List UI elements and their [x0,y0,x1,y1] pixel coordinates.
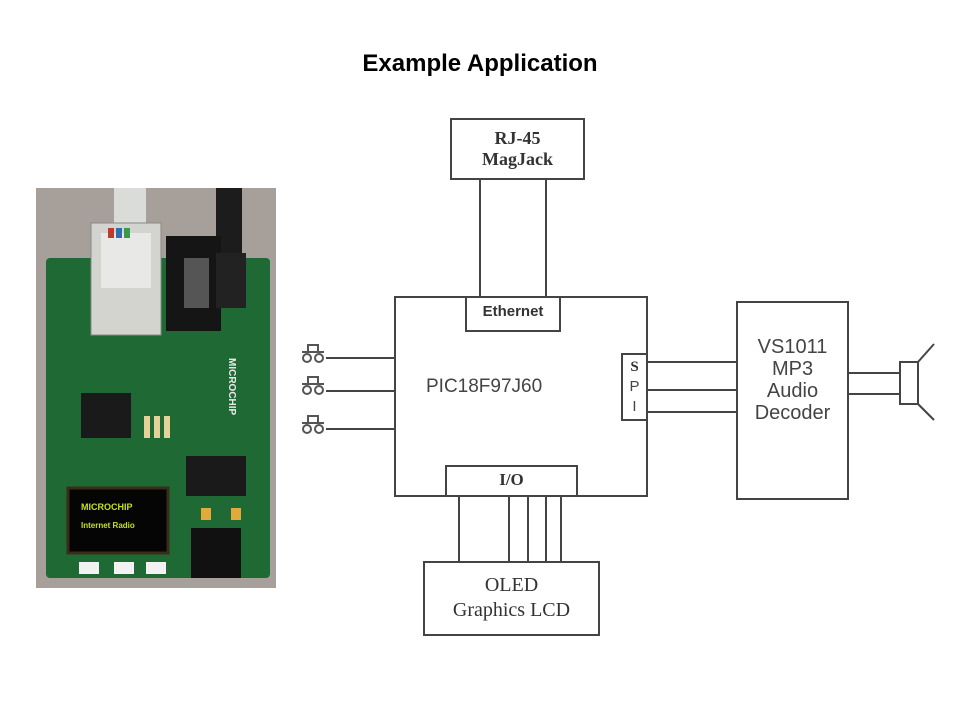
oled-screen-text: Internet Radio [81,521,135,530]
board-photo-illustration: MICROCHIP Internet Radio MICROCHIP [36,188,276,588]
decoder-line-4: Decoder [754,402,831,424]
button-link-line [326,390,394,392]
rj45-magjack-block: RJ-45 MagJack [450,118,585,180]
spi-link-line [648,389,736,391]
oled-lcd-block: OLED Graphics LCD [423,561,600,636]
spi-link-line [648,361,736,363]
board-photo: MICROCHIP Internet Radio MICROCHIP [36,188,276,588]
oled-brand-text: MICROCHIP [81,502,133,512]
button-link-line [326,357,394,359]
pushbutton-icon [302,376,324,395]
io-label: I/O [499,470,524,489]
audio-link-line [849,372,901,374]
spi-letter-p: P [629,378,640,395]
decoder-line-2: MP3 [771,358,814,380]
decoder-line-3: Audio [766,380,819,402]
mcu-label: PIC18F97J60 [426,376,543,397]
decoder-line-1: VS1011 [757,336,828,358]
io-port: I/O [445,465,578,497]
speaker-icon [899,343,935,421]
io-link-line [560,497,562,561]
io-link-line [458,497,460,561]
graphics-lcd-label: Graphics LCD [452,599,571,621]
ethernet-link-line [545,180,547,298]
slide-title: Example Application [362,50,598,77]
audio-link-line [849,393,901,395]
io-link-line [508,497,510,561]
ethernet-label: Ethernet [482,303,544,320]
pushbutton-icon [302,344,324,363]
io-link-line [545,497,547,561]
spi-link-line [648,411,736,413]
mp3-decoder-block: VS1011 MP3 Audio Decoder [736,301,849,500]
spi-port: S P I [621,353,648,421]
ethernet-port: Ethernet [465,296,561,332]
oled-label: OLED [484,574,539,596]
ethernet-link-line [479,180,481,298]
magjack-label: MagJack [482,149,553,169]
spi-letter-s: S [630,359,639,375]
io-link-line [527,497,529,561]
rj45-label: RJ-45 [494,128,541,148]
spi-letter-i: I [632,398,637,415]
button-link-line [326,428,394,430]
pushbutton-icon [302,415,324,434]
silkscreen-text: MICROCHIP [226,358,237,416]
